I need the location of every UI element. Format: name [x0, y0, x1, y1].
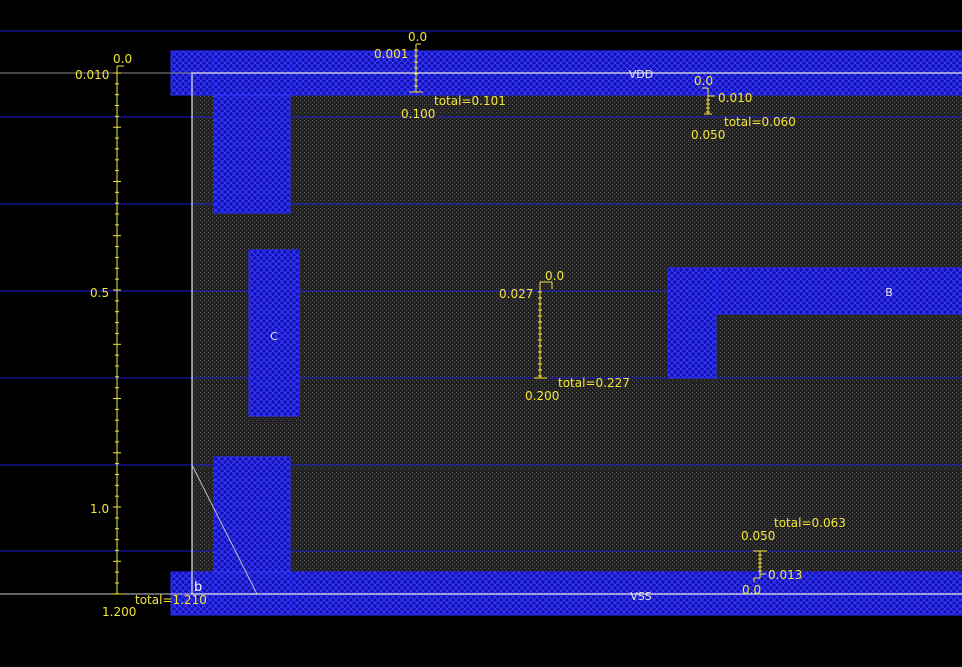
marker-b-label: 0.100: [401, 107, 435, 121]
marker-zero-label: 0.0: [408, 30, 427, 44]
pin-c-shape[interactable]: [248, 249, 300, 417]
marker-ticks: [758, 554, 762, 572]
pin-c-label: C: [270, 330, 278, 343]
metal-strap-bottom[interactable]: [213, 456, 291, 616]
corner-diagonal: [191, 464, 258, 595]
marker-b-label: 0.050: [741, 529, 775, 543]
marker-b-label: 0.200: [525, 389, 559, 403]
ruler-bottom-label: 1.200: [102, 605, 136, 619]
boundary-outline[interactable]: [191, 72, 962, 595]
marker-total-label: total=0.101: [434, 94, 506, 108]
ruler-ticks: [113, 72, 121, 595]
marker-ticks: [706, 99, 710, 113]
marker-a-label: 0.001: [374, 47, 408, 61]
cell-body[interactable]: [192, 73, 962, 594]
marker-ticks: [414, 49, 418, 87]
marker-a-label: 0.027: [499, 287, 533, 301]
marker-a-label: 0.010: [718, 91, 752, 105]
metal-strap-top[interactable]: [213, 50, 291, 214]
vss-label: VSS: [630, 590, 652, 603]
marker-zero-label: 0.0: [694, 74, 713, 88]
vdd-label: VDD: [629, 68, 653, 81]
ruler-top-label: 0.010: [75, 68, 109, 82]
marker-total-label: total=0.227: [558, 376, 630, 390]
marker-zero-label: 0.0: [545, 269, 564, 283]
marker-zero-label: 0.0: [742, 583, 761, 597]
corner-label: b: [194, 580, 202, 595]
marker-total-label: total=0.060: [724, 115, 796, 129]
ruler-mid-label: 0.5: [90, 286, 109, 300]
measure-marker[interactable]: total=0.063 0.050 0.013 0.0: [741, 516, 846, 597]
measure-marker[interactable]: 0.0 0.010 0.050 total=0.060: [691, 74, 796, 142]
routing-tracks: [0, 30, 962, 552]
cell-outline: [0, 72, 962, 595]
marker-total-label: total=0.063: [774, 516, 846, 530]
pin-b-horizontal[interactable]: [667, 267, 962, 315]
marker-ticks: [538, 291, 542, 377]
measure-marker[interactable]: 0.0 0.027 0.200 total=0.227: [499, 269, 630, 403]
vertical-ruler: [112, 65, 124, 595]
marker-a-label: 0.013: [768, 568, 802, 582]
ruler-total-label: total=1.210: [135, 593, 207, 607]
pin-b-vertical[interactable]: [667, 267, 717, 379]
ruler-zero-label: 0.0: [113, 52, 132, 66]
measure-marker[interactable]: 0.0 0.001 0.100 total=0.101: [374, 30, 506, 121]
marker-b-label: 0.050: [691, 128, 725, 142]
pin-b-label: B: [885, 286, 893, 299]
ruler-lower-label: 1.0: [90, 502, 109, 516]
